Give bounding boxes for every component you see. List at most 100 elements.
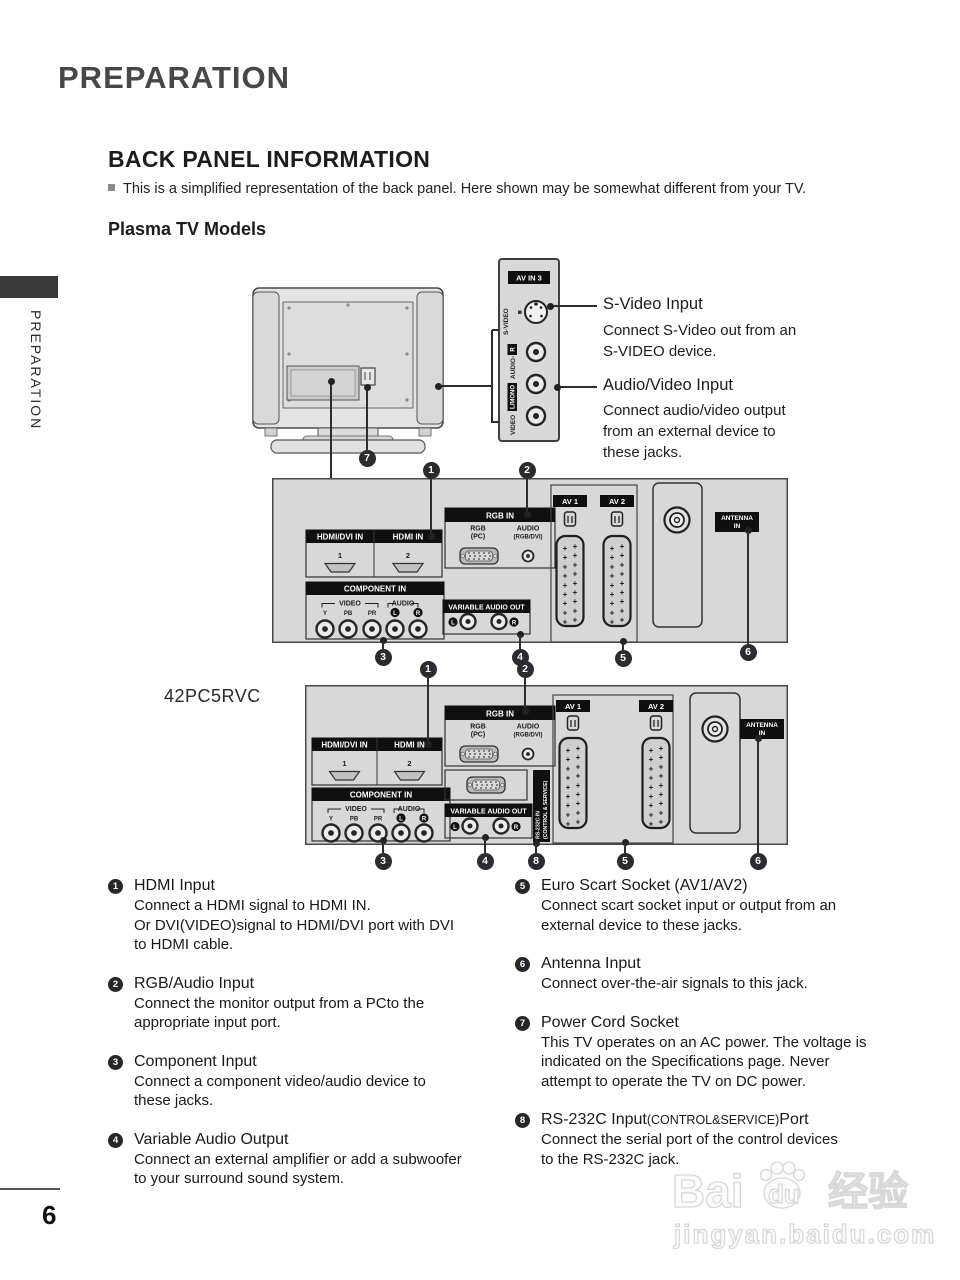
svg-text:+: + (563, 608, 568, 617)
tv-stand-base (270, 439, 426, 454)
r-chip: R (511, 347, 517, 352)
svg-text:AV 2: AV 2 (648, 702, 664, 711)
legend-item-scart: 5 Euro Scart Socket (AV1/AV2) Connect sc… (515, 876, 925, 935)
svg-text:+: + (566, 764, 571, 773)
svg-text:+: + (610, 544, 615, 553)
rgb-audio-jack (521, 549, 535, 563)
svg-text:RGB: RGB (470, 526, 486, 533)
svg-text:+: + (620, 579, 625, 588)
svg-text:+: + (659, 808, 664, 817)
svg-text:+: + (563, 544, 568, 553)
component-block: COMPONENT IN VIDEO AUDIO Y PB PR L R (311, 787, 451, 843)
watermark-brand-cn: 经验 (828, 1170, 908, 1214)
svg-text:+: + (610, 562, 615, 571)
variable-audio-out-block: VARIABLE AUDIO OUT L R (442, 599, 531, 635)
callout-1: 1 (419, 660, 437, 678)
sidebar-tab (0, 276, 58, 298)
svg-text:+: + (566, 820, 571, 829)
legend-item-rs232c: 8 RS-232C Input(CONTROL&SERVICE)Port Con… (515, 1110, 925, 1169)
callout-line (526, 478, 528, 512)
callout-line (535, 844, 537, 853)
section-note-text: This is a simplified representation of t… (123, 181, 807, 197)
callout-3: 3 (374, 852, 392, 870)
svg-text:+: + (620, 606, 625, 615)
callout-8: 8 (527, 852, 545, 870)
svg-text:L: L (453, 825, 457, 831)
callout-5: 5 (614, 649, 632, 667)
vga-port (459, 547, 499, 565)
baidu-watermark: Bai du 经验 jingyan.baidu.com (671, 1161, 935, 1250)
svg-text:+: + (563, 581, 568, 590)
callout-line (519, 635, 521, 649)
svg-text:+: + (649, 764, 654, 773)
hdmi-port-2 (391, 562, 425, 573)
scart-socket-av1: ++++++++++++++++++ (558, 736, 588, 830)
svg-text:PR: PR (368, 611, 377, 617)
callout-line (622, 642, 624, 650)
callout-3: 3 (374, 648, 392, 666)
tv-right-speaker (416, 291, 444, 425)
legend-item-hdmi: 1 HDMI Input Connect a HDMI signal to HD… (108, 876, 506, 955)
svg-text:+: + (659, 790, 664, 799)
svg-text:RGB IN: RGB IN (486, 710, 514, 719)
antenna-socket (701, 715, 729, 743)
svg-text:+: + (649, 783, 654, 792)
tv-left-speaker (252, 291, 280, 425)
svg-text:+: + (620, 588, 625, 597)
callout-dot (521, 707, 529, 715)
section-heading: BACK PANEL INFORMATION (108, 146, 431, 172)
svg-text:+: + (566, 810, 571, 819)
svg-text:+: + (649, 774, 654, 783)
callout-dot (327, 377, 335, 385)
legend-desc: Connect the monitor output from a PCto t… (134, 994, 425, 1032)
callout-dot (481, 833, 489, 841)
svg-text:Y: Y (329, 817, 333, 823)
callout-line (430, 478, 432, 534)
svg-text:HDMI/DVI IN: HDMI/DVI IN (317, 533, 363, 542)
svg-text:RGB IN: RGB IN (486, 512, 514, 521)
svg-text:+: + (566, 755, 571, 764)
callout-dot (523, 510, 531, 518)
s-video-connector (518, 300, 548, 324)
svg-text:2: 2 (407, 759, 411, 768)
svg-text:ANTENNA: ANTENNA (721, 515, 753, 522)
svg-text:+: + (659, 818, 664, 827)
watermark-brand: Bai (672, 1165, 744, 1217)
antenna-socket (663, 506, 691, 534)
model-number-label: 42PC5RVC (164, 686, 261, 706)
svg-text:+: + (659, 772, 664, 781)
audio-l-jack (525, 373, 547, 395)
section-note: This is a simplified representation of t… (108, 181, 806, 197)
callout-7: 7 (358, 449, 376, 467)
svg-text:+: + (576, 799, 581, 808)
svg-text:+: + (620, 616, 625, 625)
sidebar-vertical-label: PREPARATION (28, 310, 44, 431)
callout-line (557, 386, 597, 388)
callout-dot (619, 637, 627, 645)
scart-block: AV 1 AV 2 ++++++++++++++++++ +++++++++++… (552, 694, 674, 844)
bracket-line (492, 329, 499, 331)
svg-text:L: L (399, 817, 403, 823)
svg-text:+: + (573, 616, 578, 625)
svg-text:+: + (659, 781, 664, 790)
svg-text:+: + (563, 562, 568, 571)
callout-2: 2 (518, 461, 536, 479)
svg-text:AV 1: AV 1 (565, 702, 581, 711)
scart-block: AV 1 AV 2 ++++++++++++++++++ +++++++++++… (550, 484, 638, 643)
svg-text:+: + (573, 551, 578, 560)
legend-desc: This TV operates on an AC power. The vol… (541, 1033, 867, 1090)
svg-text:VIDEO: VIDEO (339, 601, 361, 608)
page-number: 6 (42, 1200, 57, 1230)
callout-dot (424, 740, 432, 748)
callout-badge: 4 (108, 1132, 123, 1148)
svg-text:+: + (649, 746, 654, 755)
scart-socket-av1: ++++++++++++++++++ (555, 534, 585, 628)
scart-socket-av2: ++++++++++++++++++ (641, 736, 671, 830)
svg-text:+: + (610, 572, 615, 581)
av-callout-title: Audio/Video Input (603, 376, 733, 394)
legend-item-antenna: 6 Antenna Input Connect over-the-air sig… (515, 954, 925, 994)
svg-text:+: + (620, 542, 625, 551)
svg-text:+: + (610, 553, 615, 562)
hdmi-port-1 (323, 562, 357, 573)
svg-text:+: + (573, 542, 578, 551)
